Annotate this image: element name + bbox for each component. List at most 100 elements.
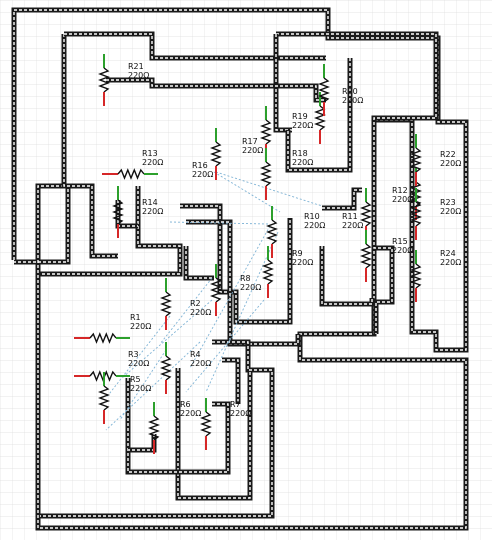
resistor-symbol (260, 148, 272, 200)
trace (273, 34, 292, 133)
resistor-ref: R11 (342, 212, 358, 221)
resistor-ref: R2 (190, 299, 201, 308)
trace (40, 339, 275, 519)
resistor-symbol (410, 250, 422, 302)
resistor-value: 220Ω (342, 96, 363, 105)
resistor-symbol (210, 264, 222, 316)
resistor-value: 220Ω (128, 359, 149, 368)
resistor-symbol (410, 134, 422, 186)
resistor-ref: R22 (440, 150, 456, 159)
resistor-symbol (160, 278, 172, 330)
trace (175, 368, 253, 501)
ratsnest-line (105, 315, 171, 399)
resistor-value: 220Ω (130, 384, 151, 393)
trace (285, 58, 353, 173)
traces-layer (11, 7, 469, 531)
resistor-value: 220Ω (190, 359, 211, 368)
trace (125, 378, 231, 475)
resistor-value: 220Ω (240, 283, 261, 292)
resistor-ref: R4 (190, 350, 201, 359)
resistor-value: 220Ω (292, 121, 313, 130)
resistor-symbol (318, 64, 330, 116)
resistor-ref: R16 (192, 161, 208, 170)
resistor-symbol (98, 372, 110, 424)
resistor-symbol (360, 230, 372, 282)
resistor-value: 220Ω (440, 207, 461, 216)
resistor-ref: R10 (304, 212, 320, 221)
resistor-ref: R18 (292, 149, 308, 158)
resistor-ref: R9 (292, 249, 303, 258)
resistor-value: 220Ω (292, 158, 313, 167)
resistor-ref: R6 (180, 400, 191, 409)
trace (222, 357, 241, 404)
resistor-symbol (160, 342, 172, 394)
resistor-ref: R23 (440, 198, 456, 207)
trace (64, 31, 326, 61)
trace (276, 31, 439, 334)
resistor-ref: R13 (142, 149, 158, 158)
trace (183, 246, 214, 281)
resistor-ref: R24 (440, 249, 456, 258)
resistor-symbol (200, 398, 212, 450)
resistor-ref: R1 (130, 313, 141, 322)
ratsnest-layer (105, 171, 323, 431)
resistor-value: 220Ω (130, 322, 151, 331)
resistor-symbol (102, 168, 158, 180)
resistor-ref: R7 (230, 400, 241, 409)
trace (319, 246, 375, 307)
resistor-symbol (266, 206, 278, 258)
resistor-ref: R5 (130, 375, 141, 384)
resistor-symbol (74, 332, 130, 344)
resistor-value: 220Ω (304, 221, 325, 230)
resistor-value: 220Ω (190, 308, 211, 317)
trace (61, 34, 118, 259)
resistor-ref: R21 (128, 62, 144, 71)
resistor-value: 220Ω (142, 207, 163, 216)
resistor-ref: R15 (392, 237, 408, 246)
resistor-value: 220Ω (392, 246, 413, 255)
trace (106, 77, 326, 103)
resistor-value: 220Ω (192, 170, 213, 179)
resistor-ref: R20 (342, 87, 358, 96)
resistor-ref: R3 (128, 350, 139, 359)
resistor-ref: R14 (142, 198, 158, 207)
ratsnest-line (119, 349, 167, 421)
resistor-symbol (112, 186, 124, 238)
resistor-symbol (98, 54, 110, 106)
resistor-value: 220Ω (440, 159, 461, 168)
components-layer: R1220ΩR2220ΩR3220ΩR4220ΩR5220ΩR6220ΩR722… (74, 54, 461, 454)
resistor-symbol (314, 92, 326, 144)
resistor-ref: R17 (242, 137, 258, 146)
ratsnest-line (189, 225, 271, 369)
resistor-ref: R8 (240, 274, 251, 283)
ratsnest-line (169, 221, 269, 225)
resistor-value: 220Ω (142, 158, 163, 167)
resistor-value: 220Ω (342, 221, 363, 230)
resistor-symbol (148, 402, 160, 454)
resistor-value: 220Ω (230, 409, 251, 418)
trace (180, 203, 293, 325)
ratsnest-line (215, 171, 323, 207)
